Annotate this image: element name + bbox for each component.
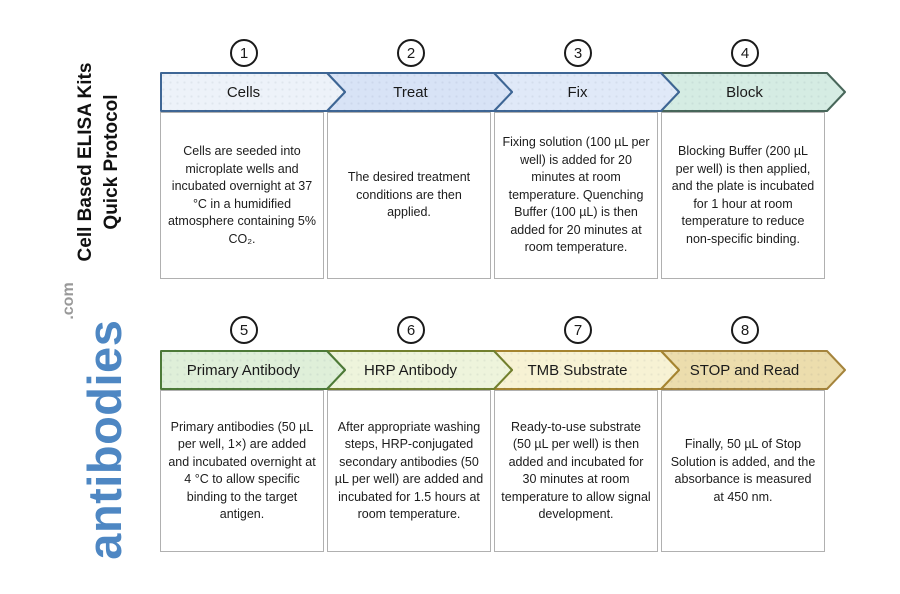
step-4-number-badge: 4 [731, 39, 759, 67]
row1-arrow-ribbon [160, 72, 846, 112]
step-1-number: 1 [239, 44, 249, 62]
step-8-description: Finally, 50 µL of Stop Solution is added… [670, 437, 816, 504]
step-4-description: Blocking Buffer (200 µL per well) is the… [671, 144, 815, 246]
step-6-label-text: HRP Antibody [363, 361, 458, 379]
step-2-label-text: Treat [393, 83, 428, 101]
brand-logo-text: antibodies [78, 319, 131, 560]
step-5-number: 5 [239, 321, 249, 339]
step-3-number-badge: 3 [564, 39, 592, 67]
step-6-description: After appropriate washing steps, HRP-con… [334, 419, 484, 522]
step-2-description-box: The desired treatment conditions are the… [327, 112, 491, 279]
step-5-label-text: Primary Antibody [186, 361, 301, 379]
step-4-label: Block [661, 72, 828, 112]
step-8-number: 8 [740, 321, 750, 339]
brand-logo: antibodies.com [60, 261, 131, 581]
step-7-description: Ready-to-use substrate (50 µL per well) … [501, 419, 651, 522]
step-4-description-box: Blocking Buffer (200 µL per well) is the… [661, 112, 825, 279]
step-6-label: HRP Antibody [327, 350, 494, 390]
step-5-description-box: Primary antibodies (50 µL per well, 1×) … [160, 390, 324, 552]
step-8-label: STOP and Read [661, 350, 828, 390]
step-5-arrow-shape [160, 350, 346, 390]
step-3-number: 3 [573, 44, 583, 62]
step-4-label-text: Block [726, 83, 763, 101]
step-7-label: TMB Substrate [494, 350, 661, 390]
step-3-label: Fix [494, 72, 661, 112]
step-1-label: Cells [160, 72, 327, 112]
step-3-description-box: Fixing solution (100 µL per well) is add… [494, 112, 658, 279]
step-5-description: Primary antibodies (50 µL per well, 1×) … [168, 419, 316, 522]
step-8-description-box: Finally, 50 µL of Stop Solution is added… [661, 390, 825, 552]
step-1-description-box: Cells are seeded into microplate wells a… [160, 112, 324, 279]
step-7-label-text: TMB Substrate [527, 361, 628, 379]
step-1-label-text: Cells [226, 83, 261, 101]
step-5-number-badge: 5 [230, 316, 258, 344]
step-5-label: Primary Antibody [160, 350, 327, 390]
step-6-number-badge: 6 [397, 316, 425, 344]
step-1-description: Cells are seeded into microplate wells a… [167, 144, 316, 246]
step-1-number-badge: 1 [230, 39, 258, 67]
step-7-number: 7 [573, 321, 583, 339]
step-4-number: 4 [740, 44, 750, 62]
step-2-description: The desired treatment conditions are the… [347, 170, 471, 220]
step-2-number: 2 [406, 44, 416, 62]
step-3-description: Fixing solution (100 µL per well) is add… [502, 135, 650, 255]
step-8-number-badge: 8 [731, 316, 759, 344]
row2-arrow-ribbon [160, 350, 846, 390]
step-8-label-text: STOP and Read [689, 361, 800, 379]
step-7-description-box: Ready-to-use substrate (50 µL per well) … [494, 390, 658, 552]
step-2-number-badge: 2 [397, 39, 425, 67]
step-1-arrow-shape [160, 72, 346, 112]
step-6-number: 6 [406, 321, 416, 339]
step-6-description-box: After appropriate washing steps, HRP-con… [327, 390, 491, 552]
brand-logo-suffix: .com [60, 282, 77, 320]
step-7-number-badge: 7 [564, 316, 592, 344]
step-3-label-text: Fix [567, 83, 588, 101]
step-2-label: Treat [327, 72, 494, 112]
